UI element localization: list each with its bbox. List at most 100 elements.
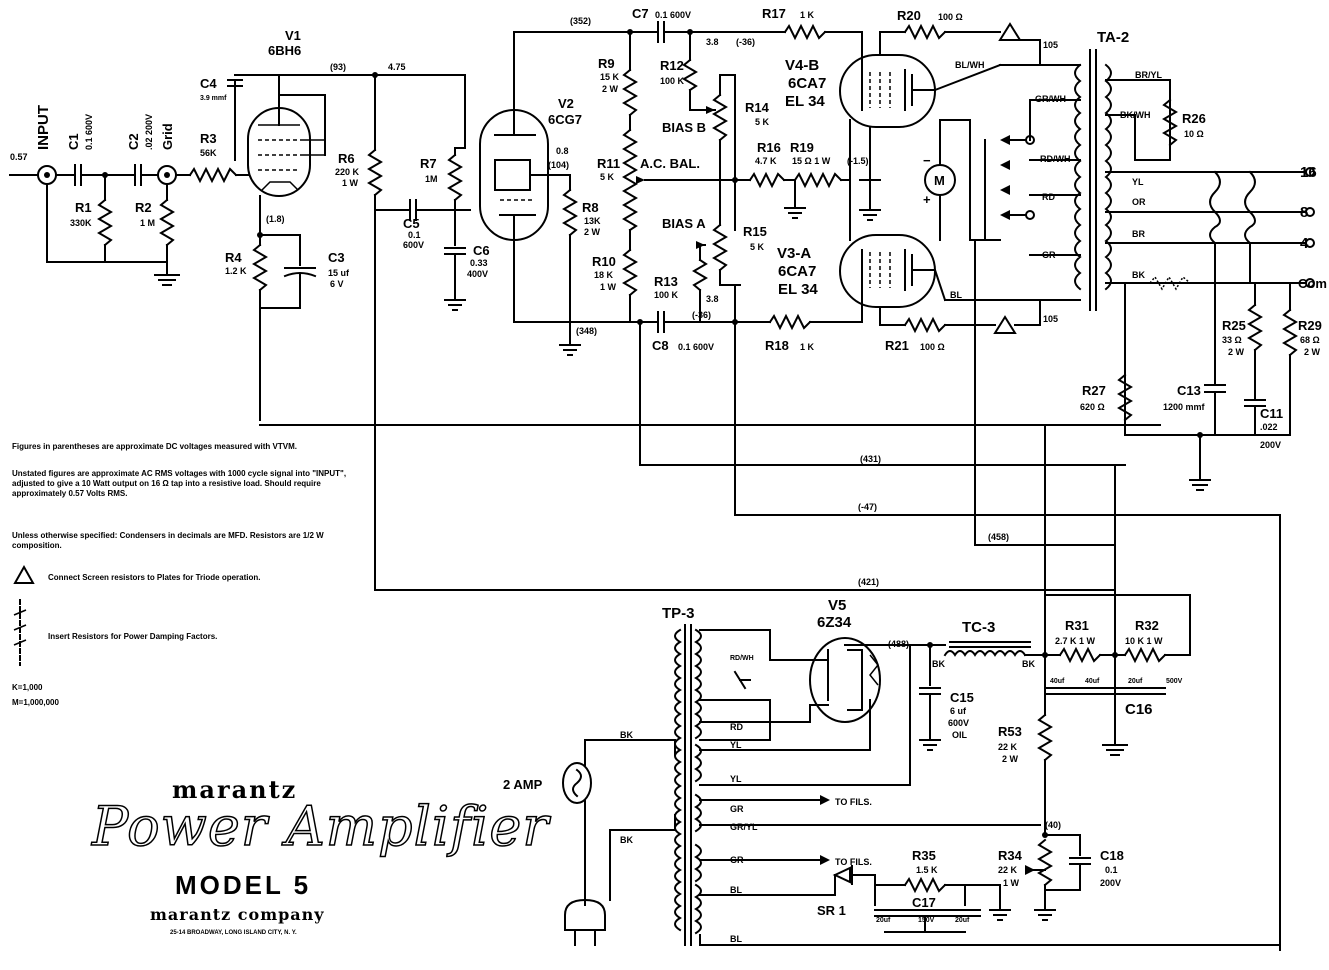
c4-label: C4 <box>200 76 217 91</box>
r13-label: R13 <box>654 274 678 289</box>
svg-text:1 K: 1 K <box>800 342 815 352</box>
note-dc-voltages: Figures in parentheses are approximate D… <box>12 442 297 451</box>
svg-text:BK: BK <box>1132 270 1145 280</box>
svg-text:EL 34: EL 34 <box>778 281 818 298</box>
svg-text:RD/WH: RD/WH <box>1040 154 1071 164</box>
sr1-r35-c17 <box>832 865 1011 933</box>
grid-label: Grid <box>160 123 175 150</box>
svg-text:(93): (93) <box>330 62 346 72</box>
svg-text:GR: GR <box>730 804 744 814</box>
c8-label: C8 <box>652 338 669 353</box>
svg-text:1 W: 1 W <box>1003 878 1020 888</box>
svg-text:(431): (431) <box>860 454 881 464</box>
svg-text:GR: GR <box>1042 250 1056 260</box>
svg-text:6CG7: 6CG7 <box>548 112 582 127</box>
svg-text:105: 105 <box>1043 40 1058 50</box>
svg-text:+: + <box>923 192 931 207</box>
r16-r19 <box>734 171 851 219</box>
r3-label: R3 <box>200 131 217 146</box>
out-16-label: 16 <box>1300 164 1317 181</box>
svg-text:0.1: 0.1 <box>408 230 421 240</box>
c16-label: C16 <box>1125 701 1153 718</box>
svg-text:68 Ω: 68 Ω <box>1300 335 1320 345</box>
svg-text:RD: RD <box>730 722 743 732</box>
svg-text:620 Ω: 620 Ω <box>1080 402 1105 412</box>
r19-label: R19 <box>790 140 814 155</box>
c13-label: C13 <box>1177 383 1201 398</box>
svg-text:GR: GR <box>730 855 744 865</box>
out-com-label: Com <box>1298 276 1327 291</box>
r14-label: R14 <box>745 100 770 115</box>
r32-label: R32 <box>1135 618 1159 633</box>
svg-text:20uf: 20uf <box>876 917 891 924</box>
v1-tube <box>247 84 326 236</box>
primary-circuit <box>562 739 676 946</box>
tp3-label: TP-3 <box>662 605 695 622</box>
svg-text:1.2 K: 1.2 K <box>225 266 247 276</box>
company-name: marantz company <box>150 905 325 924</box>
r53-r34-c18 <box>1025 699 1091 921</box>
svg-text:−: − <box>923 153 931 168</box>
svg-text:1.5 K: 1.5 K <box>916 865 938 875</box>
svg-text:(104): (104) <box>548 160 569 170</box>
svg-text:0.1 600V: 0.1 600V <box>655 10 691 20</box>
svg-text:0.1: 0.1 <box>1105 865 1118 875</box>
ta2-transformer <box>1029 39 1315 436</box>
svg-text:2 W: 2 W <box>1002 754 1019 764</box>
svg-text:1200 mmf: 1200 mmf <box>1163 402 1206 412</box>
r8-label: R8 <box>582 200 599 215</box>
c15-label: C15 <box>950 690 974 705</box>
svg-text:3.9 mmf: 3.9 mmf <box>200 95 227 102</box>
c3-label: C3 <box>328 250 345 265</box>
feedback-network <box>1117 275 1298 491</box>
svg-text:BK/WH: BK/WH <box>1120 110 1151 120</box>
note-k: K=1,000 <box>12 683 43 692</box>
svg-text:3.8: 3.8 <box>706 37 719 47</box>
r53-label: R53 <box>998 724 1022 739</box>
bias-a-label: BIAS A <box>662 216 706 231</box>
svg-text:1 K: 1 K <box>800 10 815 20</box>
svg-text:(-36): (-36) <box>736 37 755 47</box>
input-label: INPUT <box>35 105 52 150</box>
svg-text:1 W: 1 W <box>342 178 359 188</box>
fuse-label: 2 AMP <box>503 777 543 792</box>
svg-text:330K: 330K <box>70 218 92 228</box>
svg-text:BK: BK <box>620 835 633 845</box>
r6-label: R6 <box>338 151 355 166</box>
c6-label: C6 <box>473 243 490 258</box>
svg-text:4.7 K: 4.7 K <box>755 156 777 166</box>
svg-text:BK: BK <box>620 730 633 740</box>
r35-label: R35 <box>912 848 936 863</box>
to-fils-label-1: TO FILS. <box>835 797 872 807</box>
r25-label: R25 <box>1222 318 1246 333</box>
svg-text:100 K: 100 K <box>660 76 685 86</box>
svg-text:OIL: OIL <box>952 730 968 740</box>
svg-text:0.1 600V: 0.1 600V <box>84 114 94 150</box>
svg-text:56K: 56K <box>200 148 217 158</box>
svg-text:5 K: 5 K <box>600 172 615 182</box>
svg-text:.022: .022 <box>1260 422 1278 432</box>
ac-bal-label: A.C. BAL. <box>640 156 700 171</box>
junction-dots <box>102 29 1203 838</box>
c5-r7 <box>374 147 471 311</box>
r6-resistor <box>367 74 383 591</box>
svg-text:BL/WH: BL/WH <box>955 60 985 70</box>
svg-text:6Z34: 6Z34 <box>817 614 852 631</box>
v2-tube <box>479 31 641 323</box>
r16-label: R16 <box>757 140 781 155</box>
svg-text:(-47): (-47) <box>858 502 877 512</box>
svg-text:22 K: 22 K <box>998 865 1018 875</box>
c7-c8 <box>629 21 761 333</box>
to-fils-label-2: TO FILS. <box>835 857 872 867</box>
svg-text:GR/WH: GR/WH <box>1035 94 1066 104</box>
r29-label: R29 <box>1298 318 1322 333</box>
svg-text:40uf: 40uf <box>1050 678 1065 685</box>
svg-text:15 Ω 1 W: 15 Ω 1 W <box>792 156 831 166</box>
r26-label: R26 <box>1182 111 1206 126</box>
r1-label: R1 <box>75 200 92 215</box>
svg-text:GR/YL: GR/YL <box>730 822 758 832</box>
sr1-label: SR 1 <box>817 903 846 918</box>
v1-label: V1 <box>285 28 301 43</box>
meter-label: M <box>934 173 945 188</box>
svg-text:(458): (458) <box>988 532 1009 542</box>
